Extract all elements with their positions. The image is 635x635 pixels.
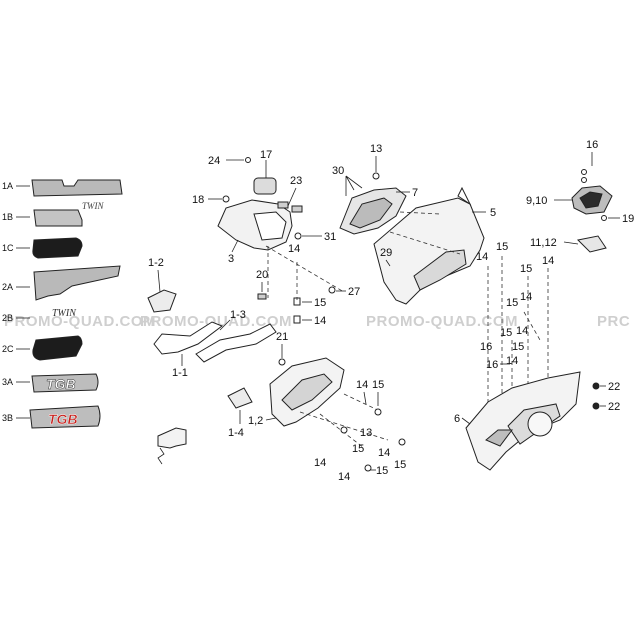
decal-label: 2A bbox=[2, 282, 13, 292]
callout-15: 15 bbox=[376, 465, 388, 477]
decal-1c bbox=[32, 237, 83, 259]
callout-14: 14 bbox=[516, 325, 528, 337]
decal-twin-text: TWIN bbox=[52, 308, 77, 319]
callout-15: 15 bbox=[394, 459, 406, 471]
callout-14: 14 bbox=[314, 315, 326, 327]
callout-27: 27 bbox=[348, 286, 360, 298]
callout-29: 29 bbox=[380, 247, 392, 259]
callout-21: 21 bbox=[276, 331, 288, 343]
callout-11-12: 11,12 bbox=[530, 237, 557, 249]
decal-1a bbox=[31, 179, 123, 197]
callout-16: 16 bbox=[480, 341, 492, 353]
watermark-text: PROMO-QUAD.COM bbox=[4, 313, 156, 330]
callout-16: 16 bbox=[486, 359, 498, 371]
callout-6: 6 bbox=[454, 413, 460, 425]
decal-2c bbox=[32, 335, 83, 361]
callout-7: 7 bbox=[412, 187, 418, 199]
strip-1-3 bbox=[195, 323, 277, 363]
callout-14: 14 bbox=[378, 447, 390, 459]
footrest-small-parts: 1-2 1-1 1-3 1-4 bbox=[147, 257, 277, 439]
callout-1-4: 1-4 bbox=[228, 427, 244, 439]
decal-2a bbox=[33, 265, 121, 301]
left-footrest-assembly: 21 1,2 14 15 13 14 15 14 15 14 15 bbox=[248, 331, 406, 483]
decal-label: 2C bbox=[2, 344, 14, 354]
watermark-strip: PROMO-QUAD.COM PROMO-QUAD.COM PROMO-QUAD… bbox=[4, 313, 630, 330]
bracket-11-12 bbox=[576, 235, 607, 253]
decal-3a bbox=[31, 373, 99, 393]
callout-17: 17 bbox=[260, 149, 272, 161]
center-console-assembly: 30 13 7 5 29 bbox=[332, 143, 496, 305]
console-tray-5 bbox=[373, 197, 485, 305]
decal-column: 1A 1B TWIN 1C 2A 2B TWIN 2C 3A TGB 3B TG… bbox=[2, 179, 123, 429]
callout-16: 16 bbox=[586, 139, 598, 151]
decal-label: 3B bbox=[2, 413, 13, 423]
callout-14: 14 bbox=[520, 291, 532, 303]
watermark-text: PROMO-QUAD.COM bbox=[140, 313, 292, 330]
decal-twin-text: TWIN bbox=[82, 201, 104, 211]
watermark-text: PRC bbox=[597, 313, 630, 330]
callout-15: 15 bbox=[496, 241, 508, 253]
callout-23: 23 bbox=[290, 175, 302, 187]
pad-1-4 bbox=[227, 387, 253, 409]
callout-31: 31 bbox=[324, 231, 336, 243]
callout-15: 15 bbox=[520, 263, 532, 275]
decal-label: 1B bbox=[2, 212, 13, 222]
decal-label: 1C bbox=[2, 243, 14, 253]
callout-14: 14 bbox=[288, 243, 300, 255]
front-inner-cover-assembly: 17 24 23 18 3 31 14 20 27 bbox=[192, 149, 360, 327]
callout-20: 20 bbox=[256, 269, 268, 281]
callout-14: 14 bbox=[542, 255, 554, 267]
callout-3: 3 bbox=[228, 253, 234, 265]
pad-1-2 bbox=[147, 289, 177, 313]
callout-13: 13 bbox=[370, 143, 382, 155]
decal-1b bbox=[33, 209, 83, 227]
knob-17 bbox=[253, 177, 277, 195]
callout-13: 13 bbox=[360, 427, 372, 439]
callout-14: 14 bbox=[338, 471, 350, 483]
callout-1-1: 1-1 bbox=[172, 367, 188, 379]
small-bracket bbox=[157, 427, 187, 449]
callout-30: 30 bbox=[332, 165, 344, 177]
callout-24: 24 bbox=[208, 155, 220, 167]
decal-tgb-text: TGB bbox=[48, 411, 78, 427]
callout-15: 15 bbox=[512, 341, 524, 353]
callout-14: 14 bbox=[476, 251, 488, 263]
decal-label: 3A bbox=[2, 377, 13, 387]
callout-15: 15 bbox=[372, 379, 384, 391]
callout-15: 15 bbox=[352, 443, 364, 455]
callout-15: 15 bbox=[500, 327, 512, 339]
callout-18: 18 bbox=[192, 194, 204, 206]
callout-14: 14 bbox=[314, 457, 326, 469]
right-footrest-assembly: 14 15 15 14 15 14 15 14 15 14 16 16 6 22… bbox=[454, 241, 620, 471]
callout-14: 14 bbox=[356, 379, 368, 391]
callout-22: 22 bbox=[608, 401, 620, 413]
callout-22: 22 bbox=[608, 381, 620, 393]
decal-label: 2B bbox=[2, 313, 13, 323]
decal-tgb-text: TGB bbox=[46, 376, 76, 392]
right-bracket-assembly: 16 9,10 19 11,12 bbox=[526, 139, 634, 253]
callout-15: 15 bbox=[506, 297, 518, 309]
callout-19: 19 bbox=[622, 213, 634, 225]
decal-3b bbox=[29, 405, 101, 429]
callout-15: 15 bbox=[314, 297, 326, 309]
callout-9-10: 9,10 bbox=[526, 195, 547, 207]
callout-5: 5 bbox=[490, 207, 496, 219]
watermark-text: PROMO-QUAD.COM bbox=[366, 313, 518, 330]
strip-1-1 bbox=[153, 321, 224, 355]
callout-1-2b: 1,2 bbox=[248, 415, 263, 427]
callout-1-2: 1-2 bbox=[148, 257, 164, 269]
callout-1-3: 1-3 bbox=[230, 309, 246, 321]
decal-label: 1A bbox=[2, 181, 13, 191]
